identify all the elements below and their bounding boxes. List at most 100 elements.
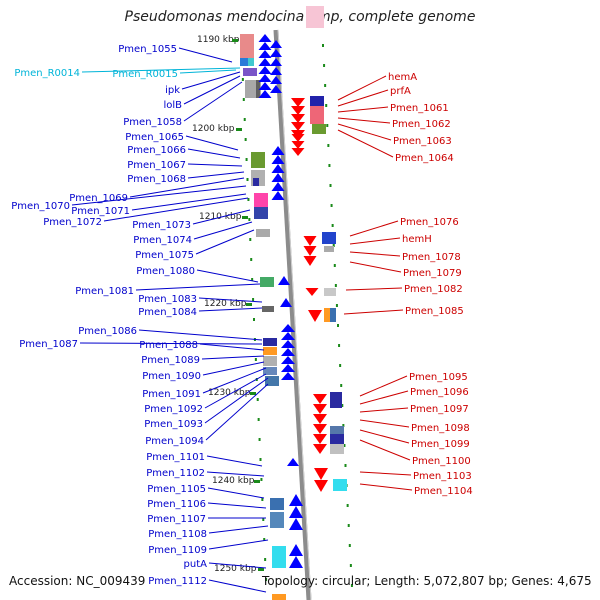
genome-title: Pseudomonas mendocina ymp, complete geno… bbox=[124, 9, 476, 25]
reverse-gene-arrow bbox=[308, 310, 322, 322]
forward-gene-arrow bbox=[287, 458, 299, 466]
right-leader-line bbox=[359, 429, 410, 444]
forward-gene-arrow bbox=[270, 76, 282, 84]
scale-mark-tick bbox=[242, 216, 248, 219]
gene-block bbox=[306, 6, 324, 28]
ruler-dot bbox=[263, 538, 266, 541]
ruler-dot bbox=[332, 244, 335, 247]
left-leader-line bbox=[187, 163, 243, 167]
forward-gene-arrow bbox=[289, 518, 303, 530]
left-leader-line bbox=[198, 297, 263, 303]
left-leader-line bbox=[193, 221, 253, 240]
ruler-dot bbox=[339, 364, 342, 367]
gene-block bbox=[330, 426, 344, 434]
reverse-gene-arrow bbox=[305, 288, 319, 296]
gene-block bbox=[324, 308, 330, 322]
left-leader-line bbox=[178, 47, 233, 63]
reverse-gene-arrow bbox=[303, 256, 317, 266]
ruler-dot bbox=[250, 258, 253, 261]
left-gene-label: Pmen_R0014 bbox=[14, 68, 80, 79]
left-leader-line bbox=[187, 171, 245, 179]
forward-gene-arrow bbox=[270, 40, 282, 48]
gene-block bbox=[254, 193, 268, 207]
ruler-dot bbox=[337, 324, 339, 327]
scale-mark-tick bbox=[254, 480, 260, 483]
left-gene-label: Pmen_R0015 bbox=[112, 69, 178, 80]
forward-gene-arrow bbox=[270, 49, 282, 57]
right-leader-line bbox=[337, 106, 389, 113]
ruler-dot bbox=[264, 558, 267, 561]
left-leader-line bbox=[207, 487, 265, 499]
ruler-dot bbox=[252, 298, 255, 301]
gene-block bbox=[270, 498, 284, 510]
ruler-dot bbox=[350, 584, 353, 587]
forward-gene-arrow bbox=[258, 82, 272, 90]
left-gene-label: Pmen_1083 bbox=[138, 294, 197, 305]
reverse-gene-arrow bbox=[313, 434, 327, 444]
right-gene-label: Pmen_1104 bbox=[414, 486, 473, 497]
gene-block bbox=[240, 34, 254, 58]
right-gene-label: Pmen_1062 bbox=[392, 119, 451, 130]
reverse-gene-arrow bbox=[291, 114, 305, 123]
left-gene-label: Pmen_1108 bbox=[148, 529, 207, 540]
right-gene-label: Pmen_1061 bbox=[390, 103, 449, 114]
reverse-gene-arrow bbox=[303, 246, 317, 256]
gene-block bbox=[265, 376, 279, 386]
reverse-gene-arrow bbox=[313, 394, 327, 404]
scale-mark-tick bbox=[258, 568, 264, 571]
ruler-dot bbox=[322, 44, 324, 47]
forward-gene-arrow bbox=[271, 164, 285, 173]
forward-gene-arrow bbox=[271, 146, 285, 155]
forward-gene-arrow bbox=[281, 356, 295, 364]
left-gene-label: Pmen_1058 bbox=[123, 117, 182, 128]
scale-mark-tick bbox=[250, 392, 256, 395]
ruler-dot bbox=[348, 544, 351, 547]
left-gene-label: Pmen_1090 bbox=[142, 371, 201, 382]
left-gene-label: Pmen_1091 bbox=[142, 389, 201, 400]
forward-gene-arrow bbox=[281, 348, 295, 356]
gene-block bbox=[312, 124, 326, 134]
left-gene-label: ipk bbox=[165, 85, 180, 96]
ruler-dot bbox=[325, 104, 328, 107]
left-leader-line bbox=[79, 342, 263, 345]
left-gene-label: Pmen_1071 bbox=[71, 206, 130, 217]
left-leader-line bbox=[207, 502, 267, 509]
left-leader-line bbox=[208, 539, 269, 550]
forward-gene-arrow bbox=[270, 58, 282, 66]
scale-mark-label: 1230 kbp bbox=[208, 388, 251, 398]
left-leader-line bbox=[195, 229, 255, 255]
gene-block bbox=[324, 288, 336, 296]
reverse-gene-arrow bbox=[291, 148, 305, 156]
gene-block bbox=[310, 96, 324, 106]
forward-gene-arrow bbox=[258, 42, 272, 50]
ruler-dot bbox=[253, 318, 255, 321]
reverse-gene-arrow bbox=[313, 424, 327, 434]
ruler-dot bbox=[335, 304, 338, 307]
ruler-dot bbox=[245, 158, 248, 161]
gene-block bbox=[260, 277, 274, 287]
right-leader-line bbox=[337, 123, 392, 141]
gene-block bbox=[248, 58, 254, 66]
right-gene-label: prfA bbox=[390, 86, 411, 97]
left-gene-label: Pmen_1066 bbox=[127, 145, 186, 156]
left-gene-label: Pmen_1072 bbox=[43, 217, 102, 228]
right-gene-label: Pmen_1103 bbox=[413, 471, 472, 482]
left-gene-label: Pmen_1074 bbox=[133, 235, 192, 246]
left-gene-label: Pmen_1065 bbox=[125, 132, 184, 143]
gene-block bbox=[262, 306, 274, 312]
ruler-dot bbox=[241, 78, 244, 81]
forward-gene-arrow bbox=[281, 332, 295, 340]
right-gene-label: Pmen_1082 bbox=[404, 284, 463, 295]
right-leader-line bbox=[349, 237, 401, 245]
right-gene-label: Pmen_1079 bbox=[403, 268, 462, 279]
ruler-dot bbox=[246, 178, 249, 181]
right-gene-label: Pmen_1098 bbox=[411, 423, 470, 434]
right-leader-line bbox=[359, 390, 409, 405]
left-gene-label: Pmen_1092 bbox=[144, 404, 203, 415]
forward-gene-arrow bbox=[281, 324, 295, 332]
reverse-gene-arrow bbox=[291, 134, 305, 142]
gene-block bbox=[243, 68, 257, 76]
right-leader-line bbox=[345, 287, 403, 291]
ruler-dot bbox=[259, 458, 262, 461]
